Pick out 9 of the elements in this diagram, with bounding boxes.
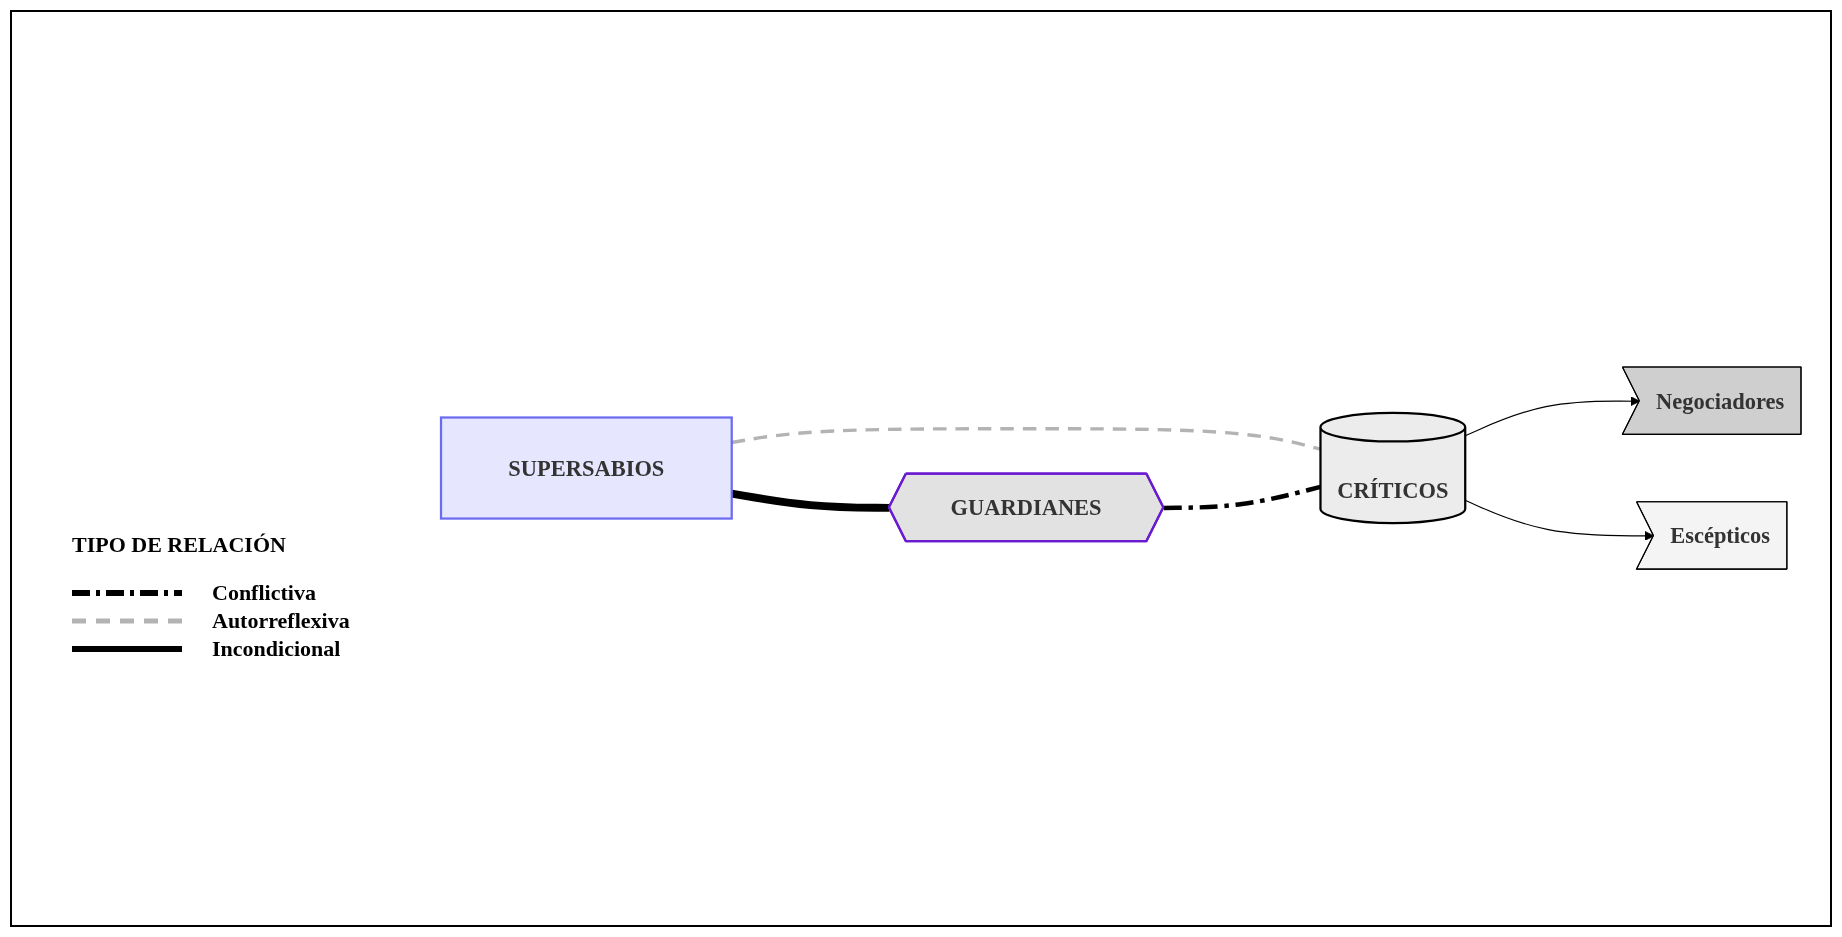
node-box: SUPERSABIOS (439, 416, 733, 521)
legend-text: Incondicional (212, 636, 341, 662)
connector (731, 427, 1321, 452)
legend-text: Conflictiva (212, 580, 316, 606)
arrow (1464, 500, 1655, 542)
connector (1163, 485, 1322, 511)
legend-title: TIPO DE RELACIÓN (72, 532, 287, 558)
connector (731, 490, 890, 513)
legend-text: Autorreflexiva (212, 608, 350, 634)
